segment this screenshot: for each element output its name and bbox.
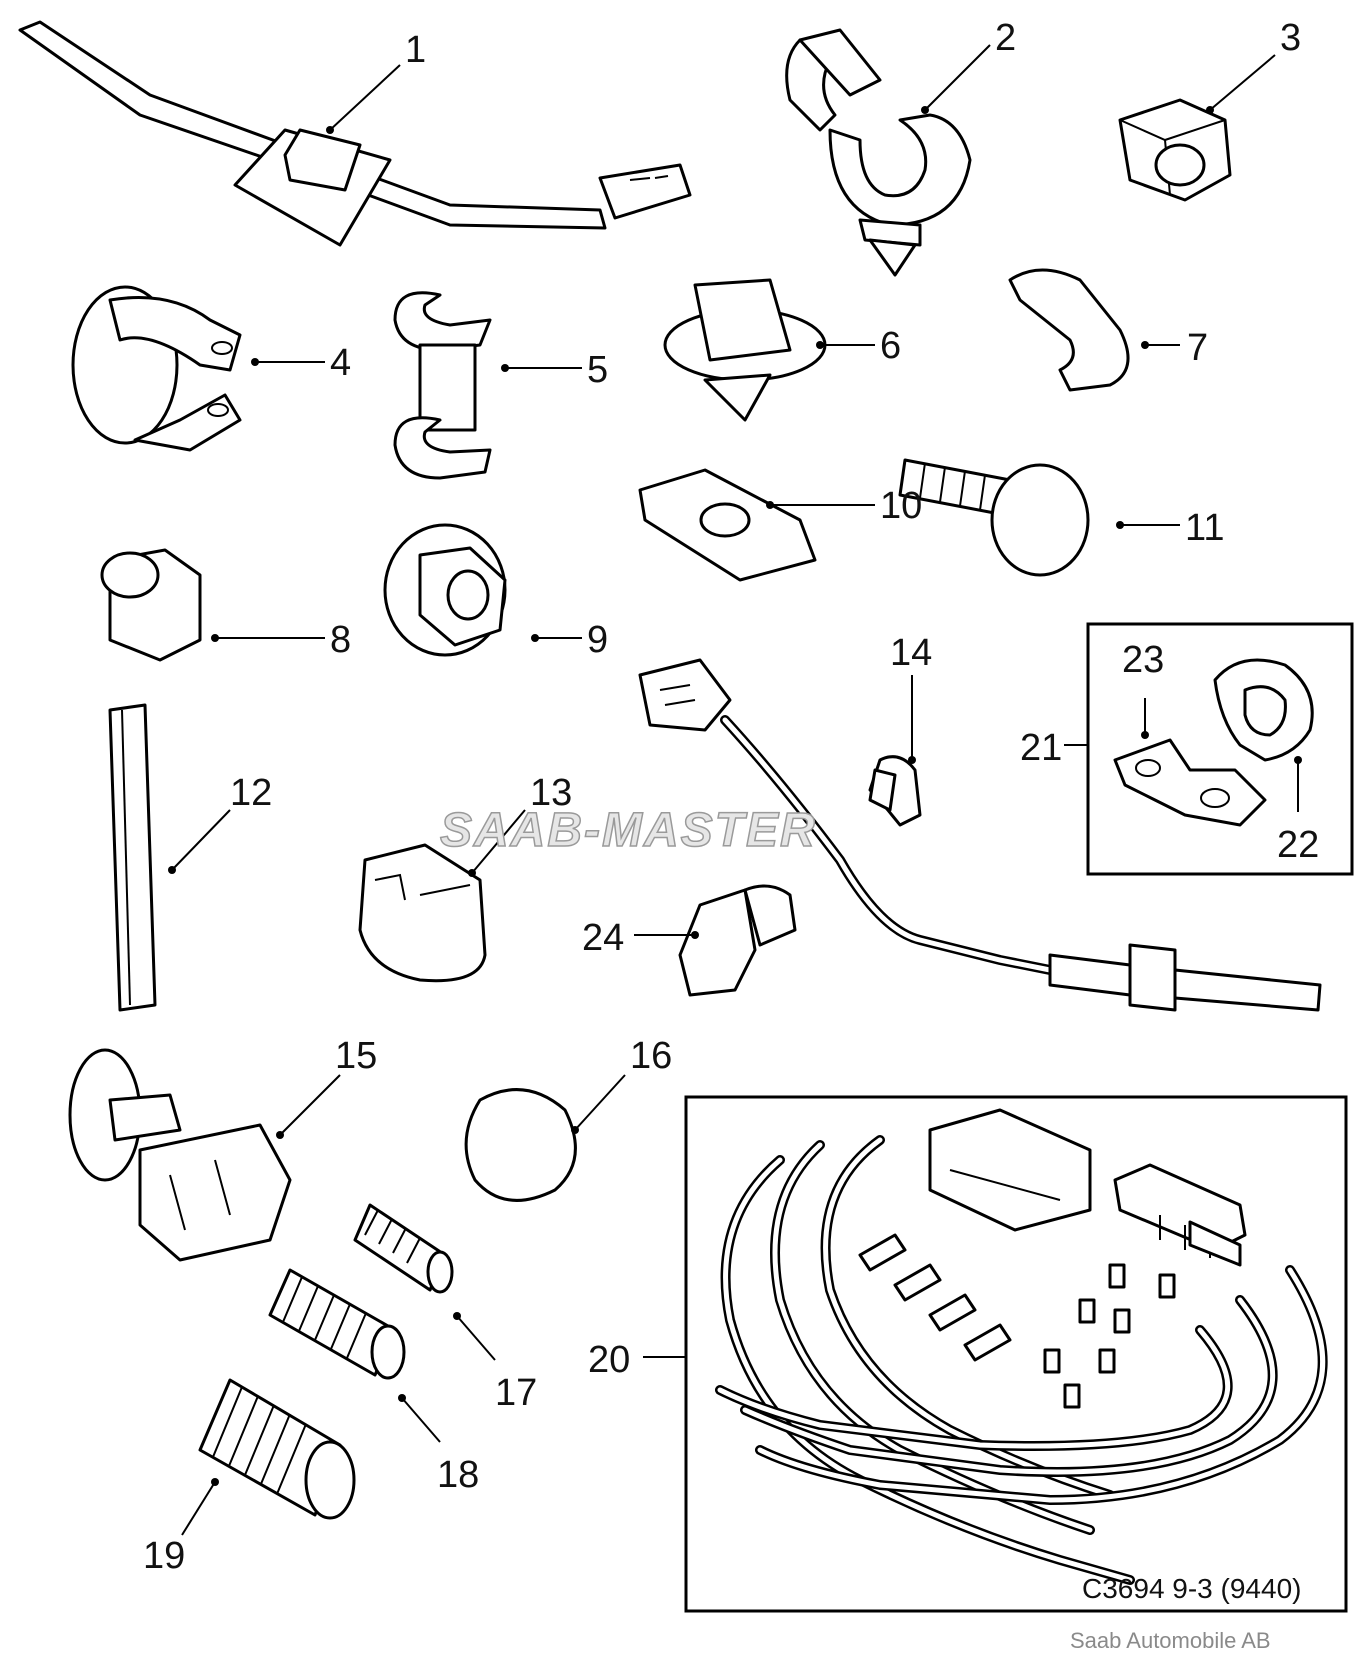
brand-footer: Saab Automobile AB <box>1070 1628 1271 1653</box>
group-box-20 <box>684 1095 1348 1613</box>
leader-lines <box>168 44 1302 1536</box>
part-7-clip <box>1008 268 1130 392</box>
part-12-edge-strip <box>108 703 157 1012</box>
part-10-speed-nut <box>638 468 817 582</box>
part-5-double-clip <box>393 291 492 480</box>
group-box-21 <box>1086 622 1354 876</box>
callout-24: 24 <box>582 917 624 959</box>
part-11-flange-bolt <box>898 458 1090 577</box>
callout-1: 1 <box>405 29 426 71</box>
callout-21: 21 <box>1020 727 1062 769</box>
callout-12: 12 <box>230 772 272 814</box>
callout-19: 19 <box>143 1535 185 1577</box>
callout-labels: 1 2 3 4 5 6 7 8 9 10 11 12 13 14 15 16 1… <box>143 17 1319 1577</box>
callout-16: 16 <box>630 1035 672 1077</box>
part-16-grommet <box>464 1088 577 1202</box>
callout-8: 8 <box>330 619 351 661</box>
callout-7: 7 <box>1187 327 1208 369</box>
callout-6: 6 <box>880 325 901 367</box>
callout-2: 2 <box>995 17 1016 59</box>
part-18-conduit <box>268 1268 406 1380</box>
callout-4: 4 <box>330 342 351 384</box>
part-20-repair-kit <box>715 1108 1328 1585</box>
callout-5: 5 <box>587 349 608 391</box>
callout-20: 20 <box>588 1339 630 1381</box>
part-17-conduit <box>353 1203 454 1294</box>
callout-9: 9 <box>587 619 608 661</box>
part-9-flange-nut <box>383 523 507 657</box>
part-2-double-clip <box>785 28 972 277</box>
part-3-flange-nut <box>1118 98 1232 202</box>
callout-10: 10 <box>880 485 922 527</box>
part-23-bracket <box>1113 738 1267 827</box>
callout-3: 3 <box>1280 17 1301 59</box>
part-14-clip <box>868 755 922 827</box>
drawing-code: C3694 9-3 (9440) <box>1082 1573 1301 1604</box>
part-15-multi-clip <box>68 1048 292 1262</box>
sensor-with-cable <box>638 658 1322 1012</box>
callout-23: 23 <box>1122 639 1164 681</box>
callout-18: 18 <box>437 1454 479 1496</box>
part-24-clip <box>678 884 797 997</box>
callout-14: 14 <box>890 632 932 674</box>
callout-22: 22 <box>1277 824 1319 866</box>
watermark: SAAB-MASTER <box>440 804 817 857</box>
callout-17: 17 <box>495 1372 537 1414</box>
callout-13: 13 <box>530 772 572 814</box>
part-4-p-clip <box>71 285 242 452</box>
part-13-clip <box>358 843 487 983</box>
callout-11: 11 <box>1185 507 1224 549</box>
part-6-push-clip <box>663 278 827 422</box>
part-1-cable-tie-clip <box>18 20 692 247</box>
callout-15: 15 <box>335 1035 377 1077</box>
part-22-clip <box>1213 658 1314 762</box>
part-8-cap-nut <box>100 548 202 662</box>
part-19-conduit <box>198 1378 356 1520</box>
